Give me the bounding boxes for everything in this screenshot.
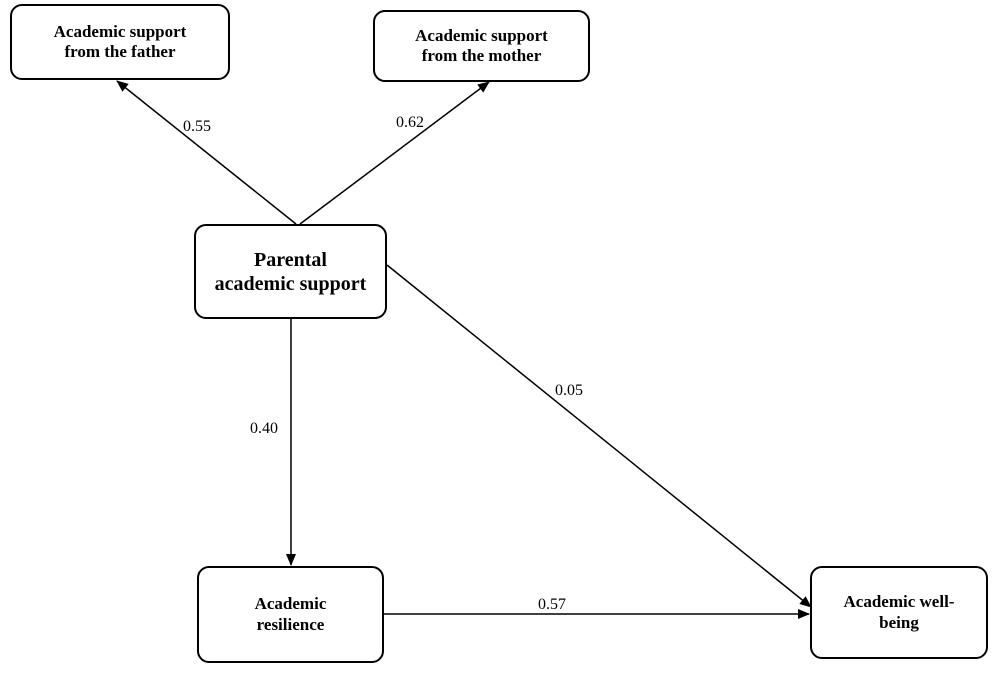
path-coefficient-father: 0.55 — [183, 118, 211, 135]
node-label: Academic support from the father — [53, 21, 187, 61]
node-academic-support-mother: Academic support from the mother — [373, 10, 590, 82]
node-academic-resilience: Academic resilience — [197, 566, 384, 663]
path-coefficient-mother: 0.62 — [396, 114, 424, 131]
arrow-parental-to-mother — [299, 81, 490, 225]
path-coefficient-resilience-wellbeing: 0.57 — [538, 596, 566, 613]
node-label: Academic resilience — [254, 594, 327, 634]
node-academic-wellbeing: Academic well- being — [810, 566, 988, 659]
node-parental-academic-support: Parental academic support — [194, 224, 387, 319]
node-label: Academic well- being — [843, 592, 955, 632]
node-academic-support-father: Academic support from the father — [10, 4, 230, 80]
arrow-parental-to-father — [116, 80, 297, 225]
arrow-parental-to-wellbeing — [386, 264, 812, 608]
node-label: Parental academic support — [214, 248, 367, 295]
path-coefficient-direct-wellbeing: 0.05 — [555, 382, 583, 399]
path-coefficient-resilience: 0.40 — [250, 420, 278, 437]
node-label: Academic support from the mother — [415, 25, 548, 65]
